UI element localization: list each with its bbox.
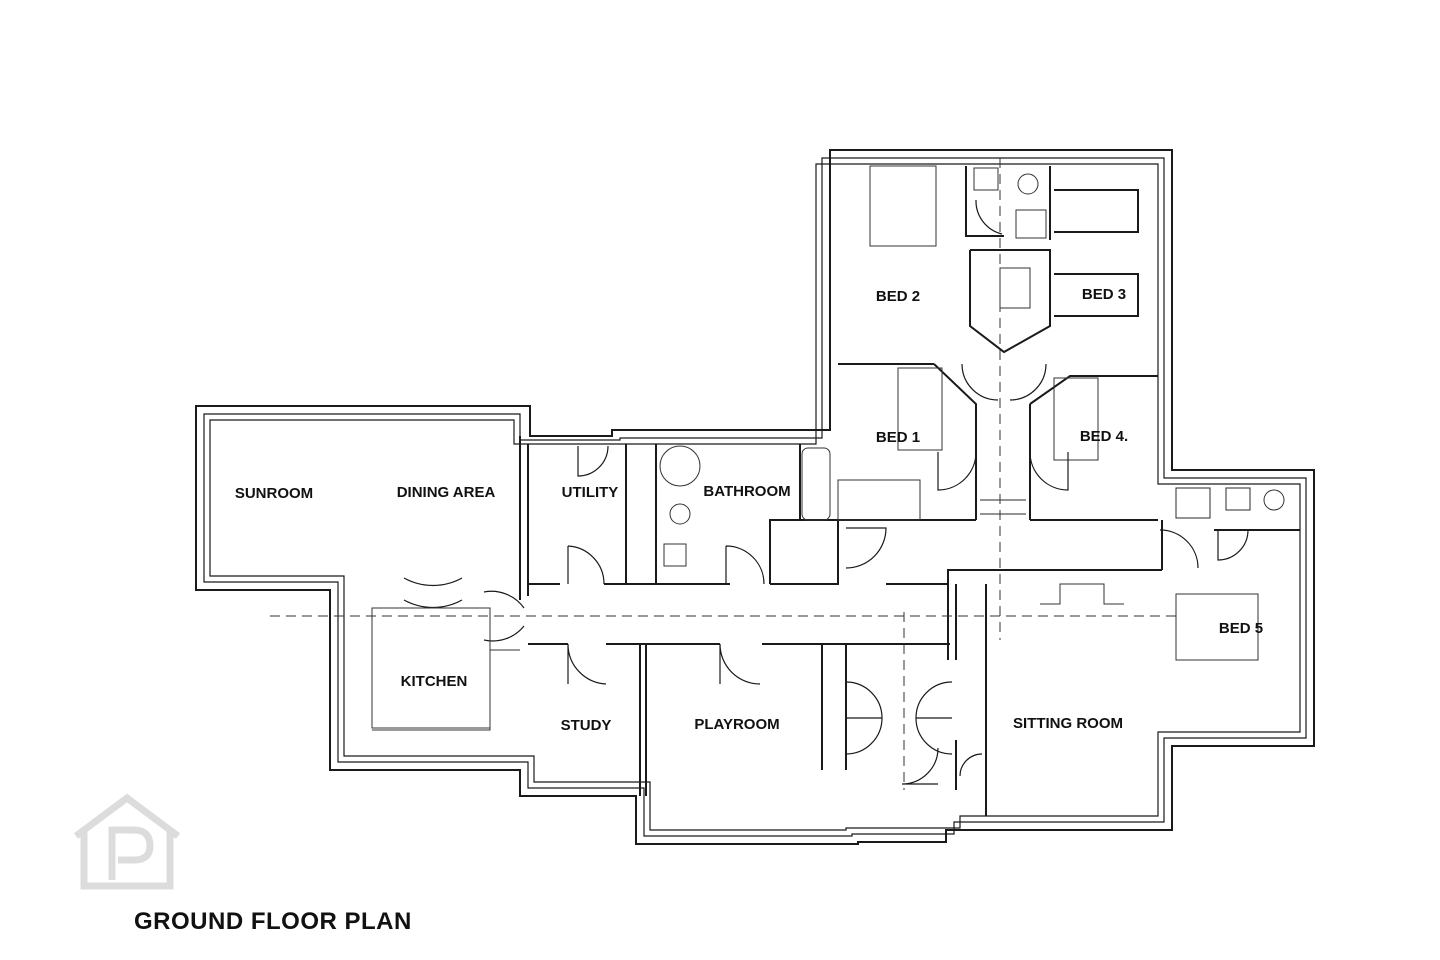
room-label-study: STUDY — [561, 717, 612, 734]
room-label-sunroom: SUNROOM — [235, 485, 313, 502]
room-label-bed-2: BED 2 — [876, 288, 920, 305]
dashed-reference-lines — [270, 158, 1180, 790]
property-logo-icon — [73, 793, 181, 890]
room-label-bed-4: BED 4. — [1080, 428, 1128, 445]
room-label-sitting-room: SITTING ROOM — [1013, 715, 1123, 732]
furniture-outlines — [371, 165, 1285, 731]
plan-title: GROUND FLOOR PLAN — [134, 908, 412, 935]
room-label-kitchen: KITCHEN — [401, 673, 468, 690]
interior-walls — [519, 166, 1300, 816]
room-label-bed-5: BED 5 — [1219, 620, 1263, 637]
sunroom-dining-walls — [195, 149, 1315, 845]
room-label-utility: UTILITY — [562, 484, 619, 501]
room-label-bathroom: BATHROOM — [703, 483, 790, 500]
door-swings — [403, 199, 1249, 785]
room-label-bed-3: BED 3 — [1082, 286, 1126, 303]
room-label-bed-1: BED 1 — [876, 429, 920, 446]
room-label-dining-area: DINING AREA — [397, 484, 496, 501]
room-label-playroom: PLAYROOM — [694, 716, 779, 733]
